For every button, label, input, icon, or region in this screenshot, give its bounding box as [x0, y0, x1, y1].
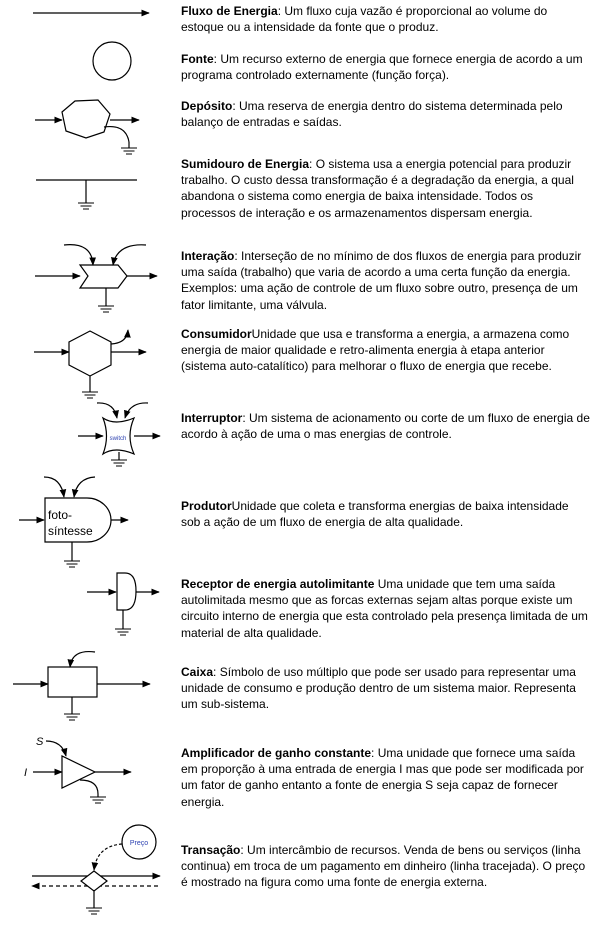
entry-term: Fluxo de Energia: [181, 4, 278, 18]
entry-desc: Um intercâmbio de recursos. Venda de ben…: [181, 843, 586, 890]
entry-term: Receptor de energia autolimitante: [181, 577, 375, 591]
amplifier-symbol: [33, 740, 132, 804]
entry-term: Interação: [181, 249, 235, 263]
entry-desc: O sistema usa a energia potencial para p…: [181, 157, 574, 220]
self-limiting-receptor-symbol: [87, 572, 160, 636]
entry-desc: Unidade que usa e transforma a energia, …: [181, 327, 570, 374]
price-label: Preço: [130, 840, 148, 847]
entry-sep: :: [309, 157, 316, 171]
entry-sep: :: [242, 411, 250, 425]
entry-sep: :: [277, 4, 285, 18]
entry-sep: :: [232, 99, 240, 113]
entry-interaction: Interação: Interseção de no mínimo de do…: [181, 248, 591, 313]
producer-label-line2: síntesse: [48, 524, 93, 538]
entry-energy-flow: Fluxo de Energia: Um fluxo cuja vazão é …: [181, 3, 591, 35]
interaction-symbol: [35, 244, 158, 313]
entry-sep: :: [213, 52, 221, 66]
entry-sep: :: [234, 249, 242, 263]
entry-desc: Uma reserva de energia dentro do sistema…: [181, 99, 563, 130]
entry-term: Transação: [181, 843, 241, 857]
entry-term: Amplificador de ganho constante: [181, 746, 372, 760]
entry-desc: Interseção de no mínimo de dos fluxos de…: [181, 249, 582, 312]
amplifier-label-s: S: [36, 736, 44, 748]
amplifier-label-i: I: [24, 767, 27, 779]
entry-term: Consumidor: [181, 327, 252, 341]
entry-term: Interruptor: [181, 411, 243, 425]
entry-transaction: Transação: Um intercâmbio de recursos. V…: [181, 842, 591, 891]
entry-sep: :: [371, 746, 378, 760]
entry-desc: Unidade que coleta e transforma energias…: [181, 499, 569, 530]
entry-storage: Depósito: Uma reserva de energia dentro …: [181, 98, 591, 130]
consumer-symbol: [34, 329, 147, 399]
producer-symbol: [19, 476, 129, 568]
source-symbol: [92, 41, 132, 81]
storage-symbol: [35, 99, 140, 155]
transaction-symbol: [31, 824, 161, 915]
switch-label: switch: [110, 436, 127, 442]
entry-switch: Interruptor: Um sistema de acionamento o…: [181, 410, 591, 442]
entry-amplifier: Amplificador de ganho constante: Uma uni…: [181, 745, 591, 810]
entry-desc: Um recurso externo de energia que fornec…: [181, 52, 583, 83]
entry-term: Depósito: [181, 99, 233, 113]
entry-desc: Uma unidade que tem uma saída autolimita…: [181, 577, 588, 640]
energy-sink-symbol: [36, 179, 137, 210]
entry-desc: Um fluxo cuja vazão é proporcional ao vo…: [181, 4, 548, 35]
entry-source: Fonte: Um recurso externo de energia que…: [181, 51, 591, 83]
entry-term: Produtor: [181, 499, 232, 513]
entry-desc: Símbolo de uso múltiplo que pode ser usa…: [181, 665, 576, 712]
entry-desc: Um sistema de acionamento ou corte de um…: [181, 411, 590, 442]
producer-label-line1: foto-: [48, 508, 72, 522]
entry-consumer: ConsumidorUnidade que usa e transforma a…: [181, 326, 591, 375]
entry-term: Fonte: [181, 52, 214, 66]
entry-sep: :: [240, 843, 248, 857]
entry-self-limiting-receptor: Receptor de energia autolimitante Uma un…: [181, 576, 591, 641]
entry-desc: Uma unidade que fornece uma saída em pro…: [181, 746, 584, 809]
entry-producer: ProdutorUnidade que coleta e transforma …: [181, 498, 591, 530]
entry-box: Caixa: Símbolo de uso múltiplo que pode …: [181, 664, 591, 713]
box-symbol: [13, 650, 151, 721]
entry-term: Caixa: [181, 665, 214, 679]
entry-energy-sink: Sumidouro de Energia: O sistema usa a en…: [181, 156, 591, 221]
entry-term: Sumidouro de Energia: [181, 157, 310, 171]
entry-sep: :: [213, 665, 220, 679]
switch-symbol: [78, 402, 161, 467]
